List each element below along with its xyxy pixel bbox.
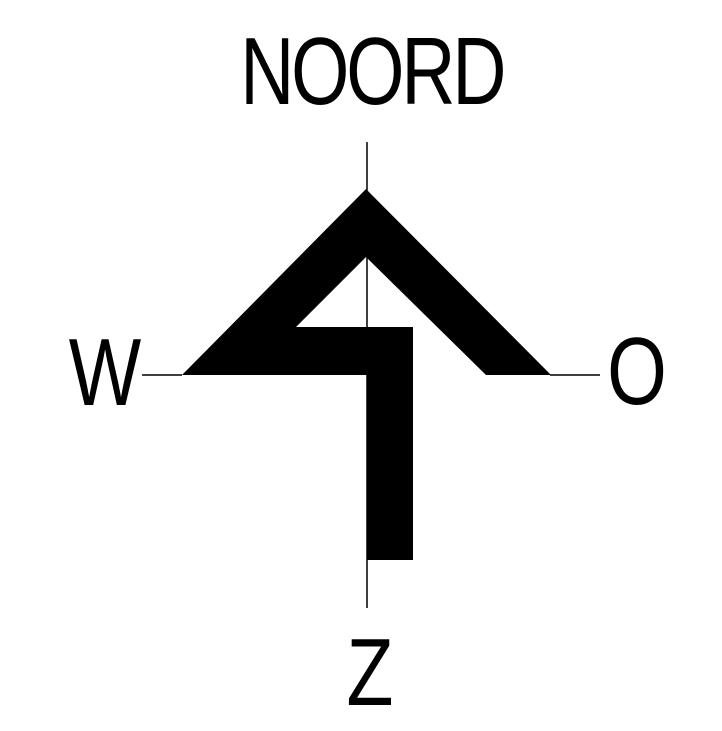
west-label: W — [68, 319, 142, 426]
south-label: Z — [346, 619, 394, 726]
east-label: O — [607, 318, 667, 425]
north-label: NOORD — [240, 18, 506, 125]
north-arrow-chevron — [182, 189, 551, 560]
